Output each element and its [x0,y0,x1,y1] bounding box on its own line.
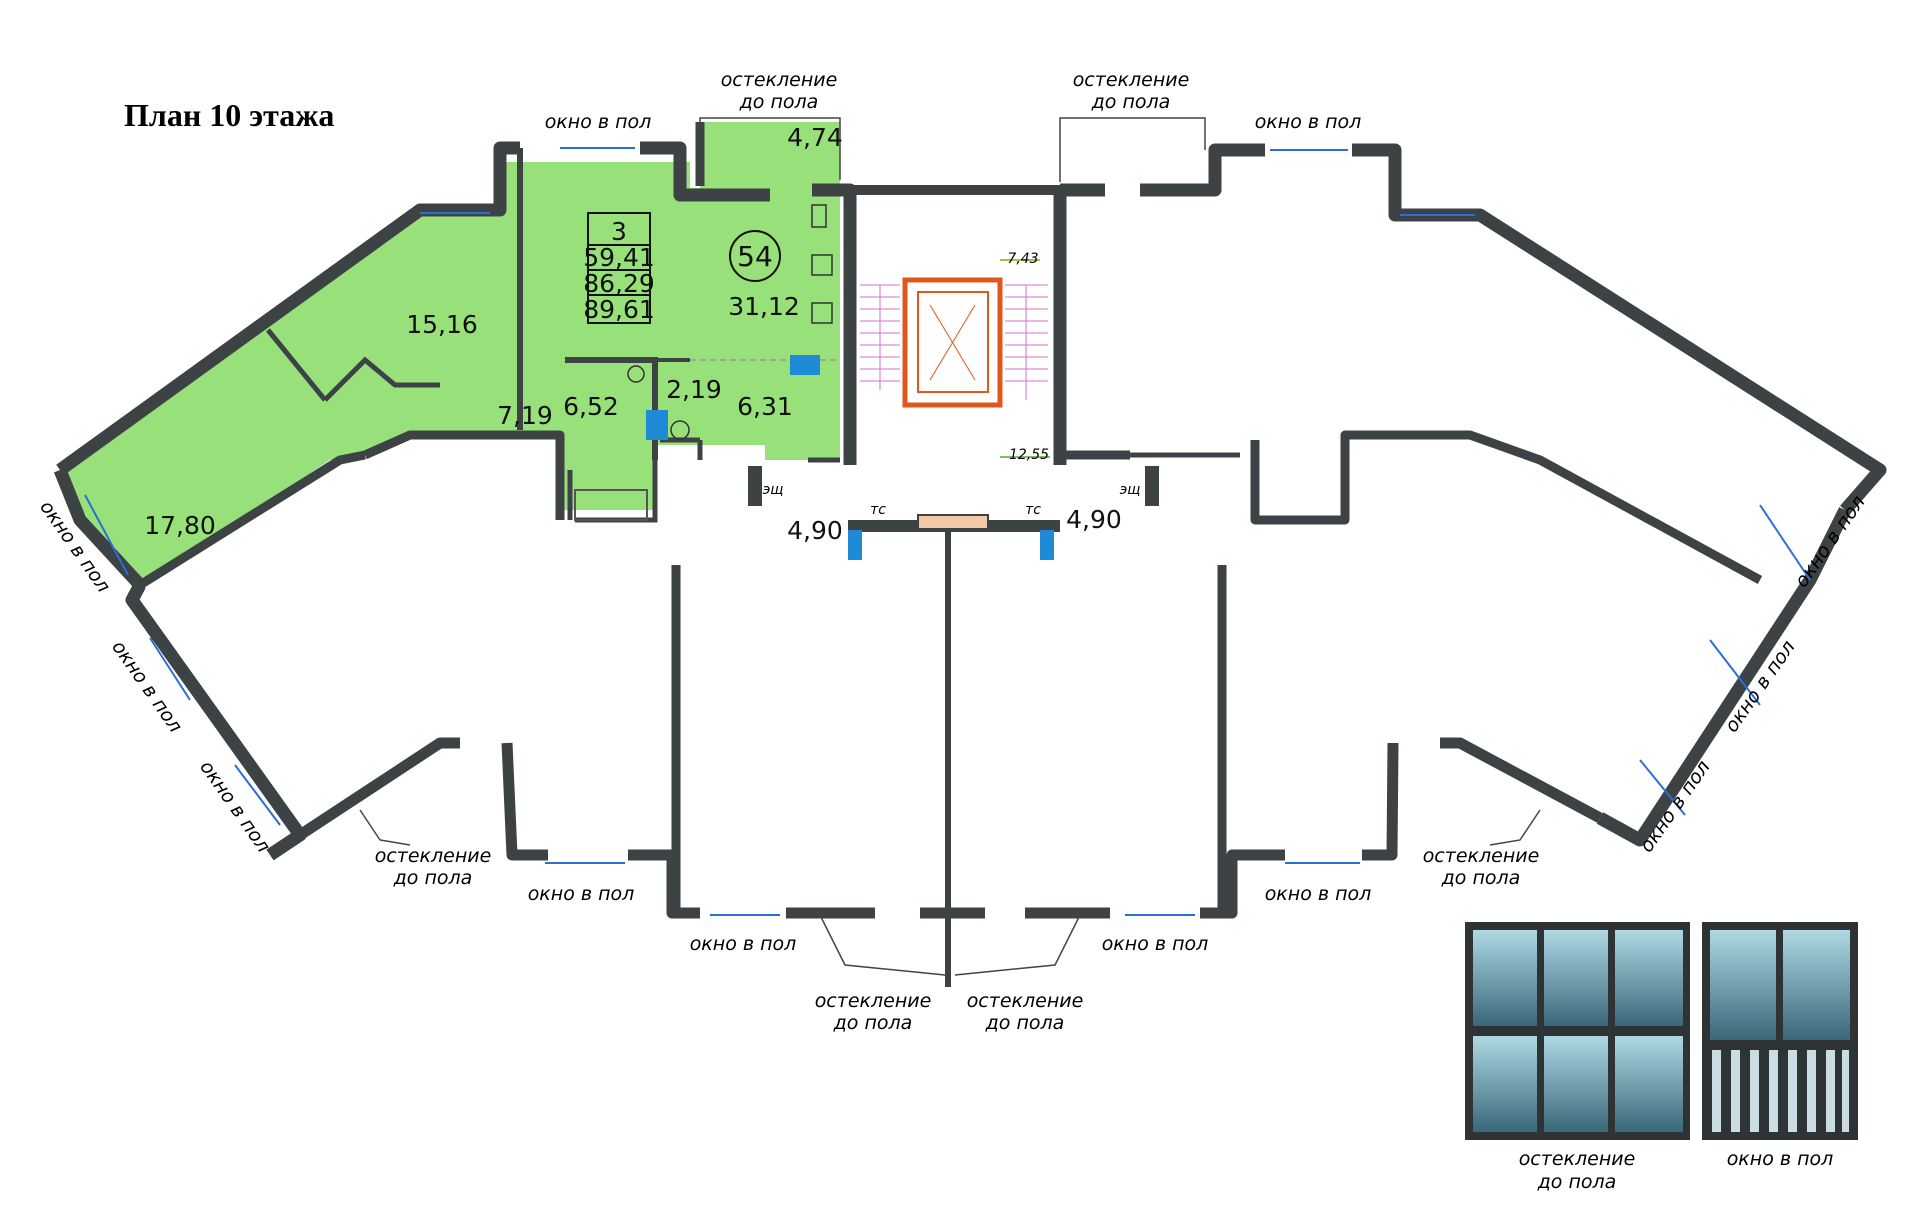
stair-bottom-area: 12,55 [1009,447,1049,463]
hall-area: 7,19 [497,401,553,430]
glazing-label-2: до пола [1441,867,1521,889]
window-markers [84,147,1811,916]
window-label: окно в пол [1265,883,1372,905]
window-label: окно в пол [1635,757,1714,857]
apartment-info: 3 59,41 86,29 89,61 54 [583,212,781,324]
tc-left: тс [870,502,886,518]
window-label: окно в пол [1102,933,1209,955]
legend: остекление до пола окно в пол [1465,922,1858,1193]
glazing-label-1: остекление [721,69,838,91]
glazing-label-2: до пола [833,1012,913,1034]
window-label: окно в пол [1255,111,1362,133]
total-area-balcony: 89,61 [583,295,655,324]
shaft-right: эщ [1120,482,1141,498]
room-2-area: 17,80 [144,511,216,540]
glazing-label-2: до пола [739,91,819,113]
kitchen-area: 31,12 [728,292,800,321]
apartment-number: 54 [737,240,773,273]
exterior-walls [53,122,1887,987]
legend-glazing-label-2: до пола [1537,1171,1617,1193]
glazing-label-2: до пола [1091,91,1171,113]
window-label: окно в пол [528,883,635,905]
apartment-54[interactable] [60,122,840,585]
shaft-left: эщ [763,482,784,498]
window-label: окно в пол [545,111,652,133]
corridor-right-area: 4,90 [1066,505,1122,534]
legend-glazing: остекление до пола [1465,922,1690,1193]
room-1-area: 15,16 [406,310,478,339]
bedroom-3-area: 6,31 [737,392,793,421]
rooms-count: 3 [611,217,627,246]
wc-area: 2,19 [666,375,722,404]
glazing-label-1: остекление [1423,845,1540,867]
stair-top-area: 7,43 [1007,251,1038,267]
plumbing-markers [574,204,833,521]
living-area: 59,41 [583,243,655,272]
legend-window: окно в пол [1702,922,1858,1170]
tc-right: тс [1025,502,1041,518]
corridor-left-area: 4,90 [787,516,843,545]
glazing-label-1: остекление [1073,69,1190,91]
glazing-balconies [359,117,1541,976]
glazing-label-1: остекление [375,845,492,867]
plan-title: План 10 этажа [124,97,334,133]
glazing-labels: остекление до пола остекление до пола ос… [375,69,1540,1034]
balcony-area: 4,74 [787,123,843,152]
glazing-label-1: остекление [967,990,1084,1012]
bath-area: 6,52 [563,392,619,421]
glazing-label-1: остекление [815,990,932,1012]
window-label: окно в пол [690,933,797,955]
glazing-label-2: до пола [393,867,473,889]
total-area: 86,29 [583,269,655,298]
glazing-label-2: до пола [985,1012,1065,1034]
corridor-shafts [748,466,1159,560]
stairwell [860,259,1050,458]
legend-window-label: окно в пол [1727,1148,1834,1170]
legend-glazing-label-1: остекление [1519,1148,1636,1170]
window-label: окно в пол [1790,492,1869,592]
room-areas: 31,12 15,16 17,80 7,19 6,52 2,19 6,31 4,… [144,123,1140,545]
